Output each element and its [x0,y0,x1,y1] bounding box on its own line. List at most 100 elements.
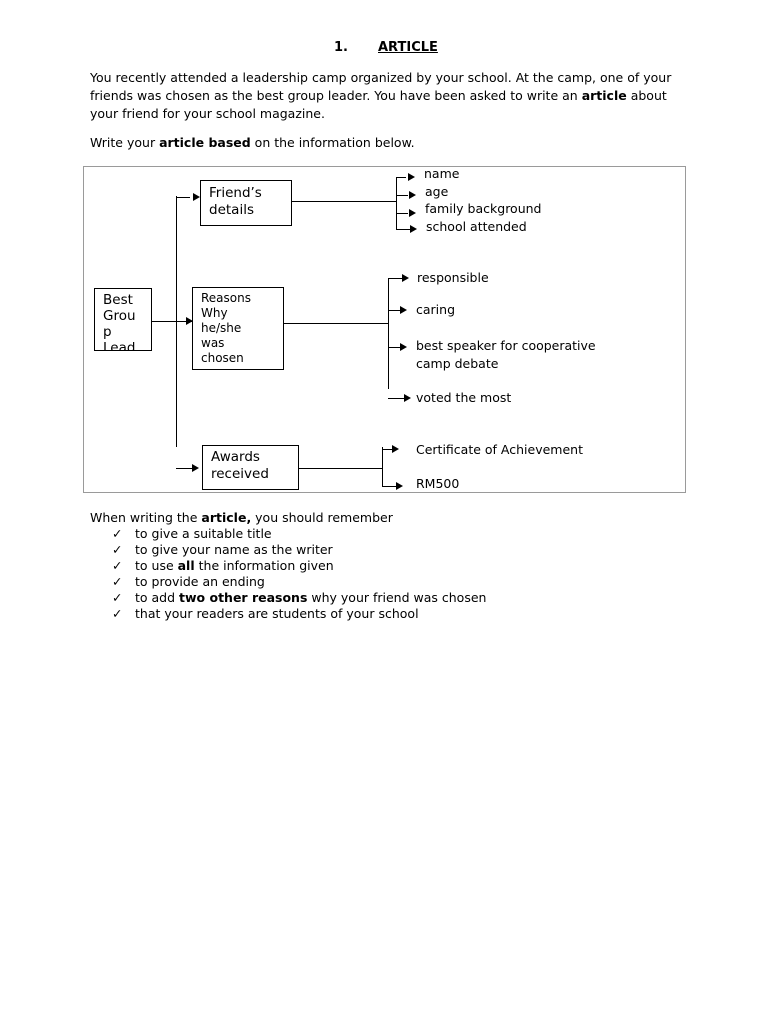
mind-map-diagram: Best Grou p Lead Friend’s details name a… [83,166,686,493]
awards-out-line [299,468,382,469]
reasons-bracket [388,278,389,389]
checklist-item: ✓ to give your name as the writer [112,542,486,558]
checklist-text-end: the information given [194,558,334,573]
check-icon: ✓ [112,574,123,589]
arrow-responsible [402,274,409,282]
checklist-item: ✓ to add two other reasons why your frien… [112,590,486,606]
reason-caring: caring [416,302,456,317]
awards-line-2: received [211,466,269,482]
details-tick-3 [396,213,408,214]
arrow-rm500 [396,482,403,490]
checklist-text: that your readers are students of your s… [135,606,419,621]
check-icon: ✓ [112,606,123,621]
reasons-out-line [284,323,388,324]
intro-bold-article: article [581,88,627,103]
reason-best-speaker: best speaker for cooperative [416,338,596,353]
connector-awards [176,468,192,469]
checklist-text: to add [135,590,180,605]
instruction-bold: article based [159,135,251,150]
reasons-tick-3 [388,347,400,348]
details-out-line [292,201,396,202]
details-bracket [396,177,397,229]
heading: 1. ARTICLE [334,40,438,55]
awards-bracket [382,447,383,486]
reason-camp-debate: camp debate [416,356,499,371]
arrow-to-reasons [186,317,193,325]
remember-bold-article: article, [201,510,252,525]
arrow-certificate [392,445,399,453]
arrow-name [408,173,415,181]
reason-responsible: responsible [417,270,489,285]
reasons-tick-1 [388,278,402,279]
details-tick-1 [396,177,406,178]
details-tick-4 [396,229,410,230]
reasons-tick-4 [388,398,406,399]
check-icon: ✓ [112,590,123,605]
instruction-paragraph: Write your article based on the informat… [90,134,690,152]
detail-name: name [424,166,460,181]
reasons-tick-2 [388,310,400,311]
question-number: 1. [334,40,348,55]
reasons-box: Reasons Why he/she was chosen [192,287,284,370]
trunk-line [176,196,177,447]
arrow-to-awards [192,464,199,472]
detail-family-background: family background [425,201,542,216]
root-line-4: Lead [103,340,136,351]
checklist: ✓ to give a suitable title ✓ to give your … [112,526,486,622]
award-certificate: Certificate of Achievement [416,442,583,457]
arrow-school [410,225,417,233]
detail-age: age [425,184,449,199]
arrow-caring [400,306,407,314]
checklist-text: to give a suitable title [135,526,272,541]
reasons-line-2: Why [201,306,228,320]
checklist-bold: two other reasons [179,590,308,605]
friends-details-box: Friend’s details [200,180,292,226]
reasons-line-5: chosen [201,351,244,365]
intro-text-2: about your friend for your school magazi… [90,88,667,121]
check-icon: ✓ [112,542,123,557]
reason-voted-the-most: voted the most [416,390,512,405]
intro-paragraph: You recently attended a leadership camp … [90,69,690,123]
connector-details [176,197,190,198]
checklist-text-end: why your friend was chosen [307,590,487,605]
arrow-best-speaker [400,343,407,351]
friends-details-line-1: Friend’s [209,185,262,201]
instruction-text-1: Write your [90,135,160,150]
checklist-item: ✓ to provide an ending [112,574,486,590]
checklist-item: ✓ that your readers are students of your … [112,606,486,622]
remember-text-2: you should remember [251,510,393,525]
detail-school-attended: school attended [426,219,527,234]
reasons-line-3: he/she [201,321,242,335]
checklist-text: to give your name as the writer [135,542,333,557]
check-icon: ✓ [112,526,123,541]
root-line-1: Best [103,292,133,308]
arrow-voted [404,394,411,402]
checklist-bold: all [177,558,195,573]
awards-tick-2 [382,486,396,487]
arrow-family [409,209,416,217]
friends-details-line-2: details [209,202,254,218]
checklist-text: to use [135,558,178,573]
awards-tick-1 [382,449,392,450]
arrow-to-details [193,193,200,201]
instruction-text-2: on the information below. [250,135,415,150]
check-icon: ✓ [112,558,123,573]
connector-root [152,321,192,322]
reasons-line-1: Reasons [201,291,251,305]
arrow-age [409,191,416,199]
checklist-text: to provide an ending [135,574,265,589]
award-rm500: RM500 [416,476,460,491]
checklist-item: ✓ to give a suitable title [112,526,486,542]
remember-heading: When writing the article, you should rem… [90,510,393,526]
root-line-3: p [103,324,112,340]
remember-text-1: When writing the [90,510,202,525]
details-tick-2 [396,195,408,196]
question-title: ARTICLE [378,40,438,55]
checklist-item: ✓ to use all the information given [112,558,486,574]
root-box: Best Grou p Lead [94,288,152,351]
reasons-line-4: was [201,336,225,350]
intro-text-1: You recently attended a leadership camp … [90,70,672,103]
awards-line-1: Awards [211,449,260,465]
awards-box: Awards received [202,445,299,490]
root-line-2: Grou [103,308,136,324]
